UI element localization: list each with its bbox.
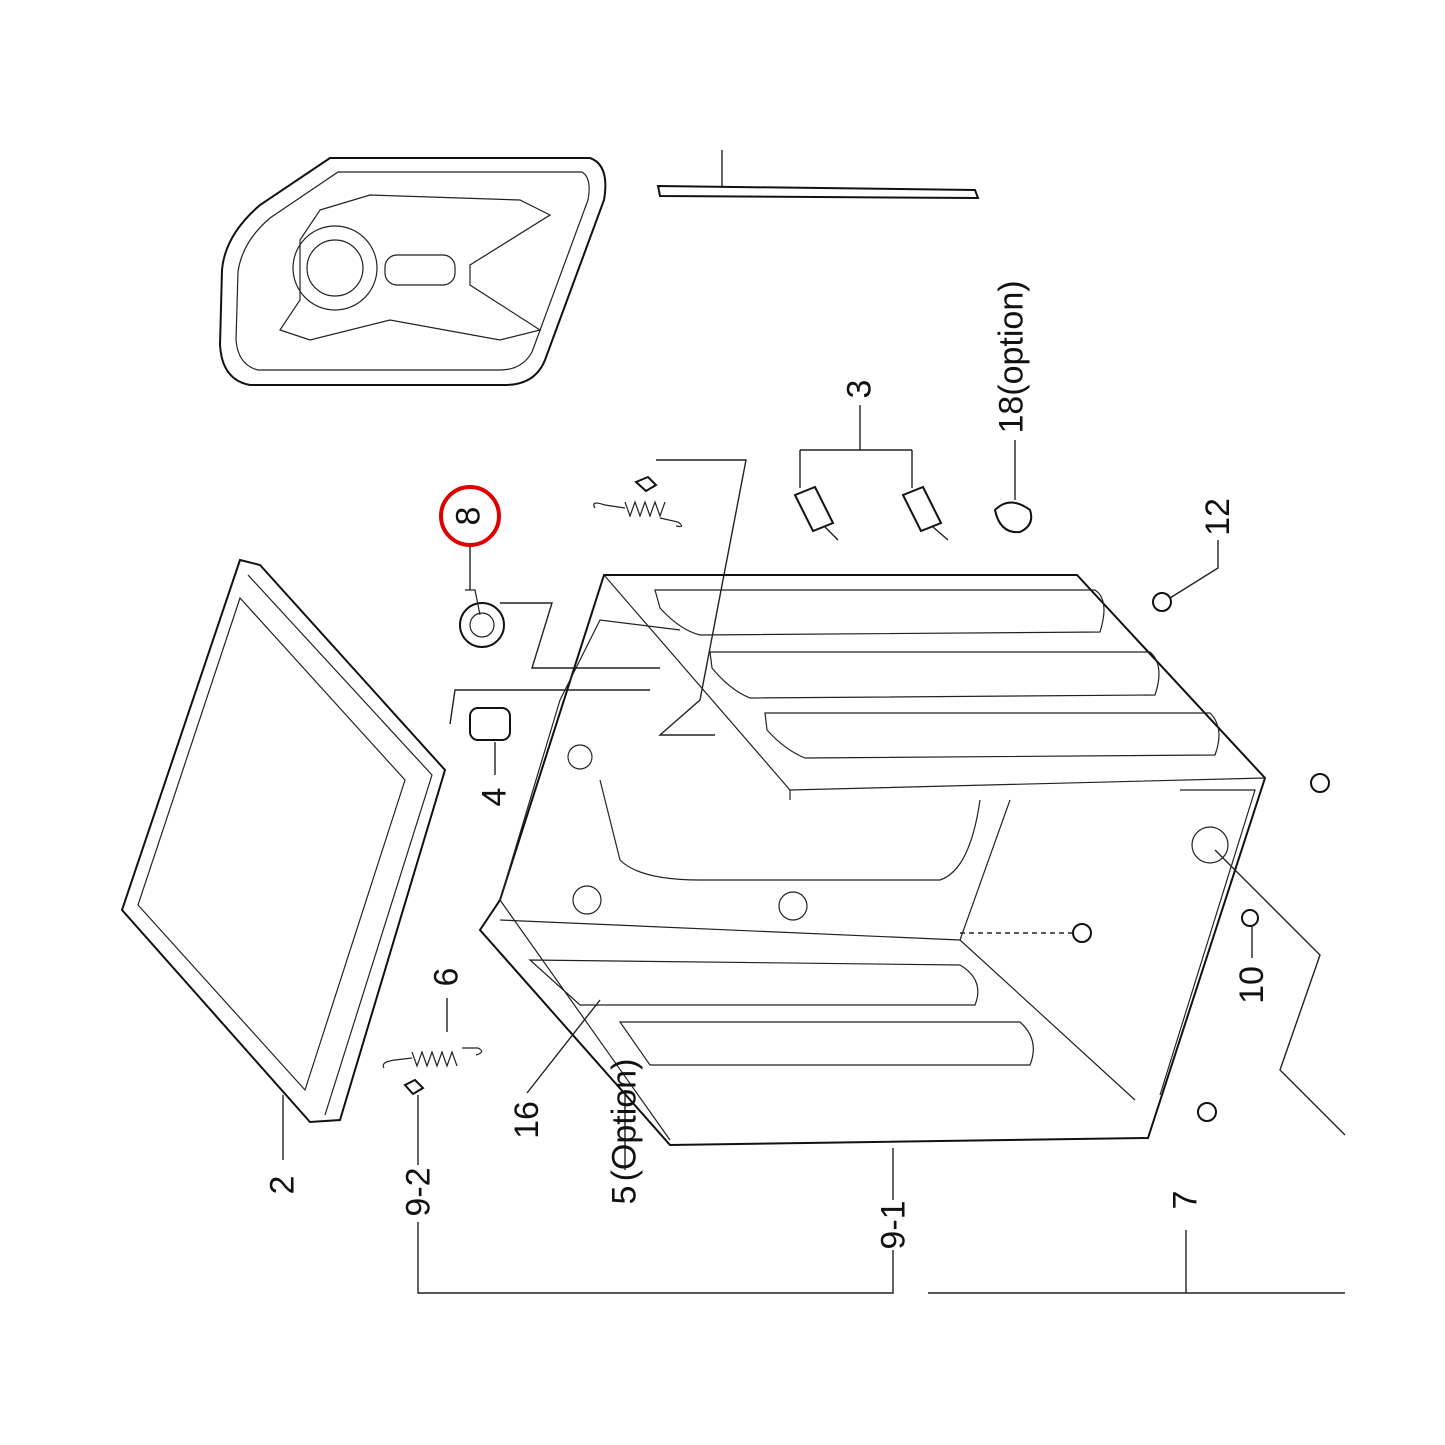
label-part-12[interactable]: 12 <box>1198 498 1237 536</box>
label-part-9-2[interactable]: 9-2 <box>399 1167 438 1217</box>
label-part-16-option[interactable]: (Option) <box>605 1058 644 1182</box>
part-2-panel <box>120 558 447 1124</box>
label-part-3[interactable]: 3 <box>840 379 879 399</box>
spring-upper-part <box>593 459 747 736</box>
cabinet-frame-part <box>478 574 1267 1147</box>
label-part-5[interactable]: 5 <box>605 1185 644 1205</box>
part-18-sensor <box>993 501 1033 534</box>
spring-lower-part <box>382 1047 483 1096</box>
label-part-4[interactable]: 4 <box>475 787 514 807</box>
label-part-16[interactable]: 16 <box>507 1101 546 1139</box>
highlight-circle <box>439 485 501 547</box>
label-part-18[interactable]: 18(option) <box>992 280 1031 434</box>
label-part-10[interactable]: 10 <box>1232 966 1271 1004</box>
shock-absorbers-part <box>793 485 949 541</box>
label-part-2[interactable]: 2 <box>263 1175 302 1195</box>
part-4-capacitor <box>449 689 650 741</box>
label-part-7[interactable]: 7 <box>1166 1190 1205 1210</box>
top-rail-part <box>656 150 980 200</box>
label-part-8[interactable]: 8 <box>449 506 488 526</box>
part-8-component <box>459 589 660 669</box>
leader-lines <box>282 405 1346 1294</box>
screws <box>960 592 1330 1122</box>
label-part-6[interactable]: 6 <box>427 967 466 987</box>
label-part-9-1[interactable]: 9-1 <box>874 1200 913 1250</box>
tub-cover-part <box>218 157 607 386</box>
